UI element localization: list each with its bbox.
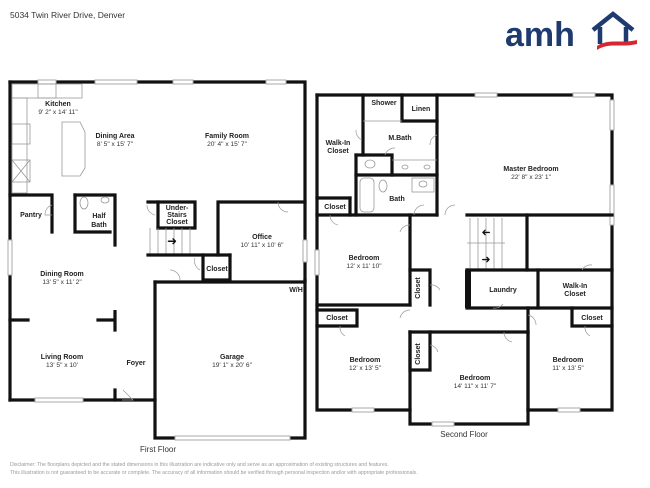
room-master-bath: M.Bath [388,135,411,142]
room-master-bedroom: Master Bedroom [503,166,558,173]
house-icon [591,11,637,50]
room-bedroom-3: Bedroom [350,357,381,364]
logo-text: amh [505,16,575,54]
room-dining-area-dim: 8' 5" x 15' 7" [97,141,134,148]
room-bedroom-5-dim: 11' x 13' 5" [552,365,584,372]
disclaimer: Disclaimer: The floorplans depicted and … [10,461,640,477]
room-kitchen: Kitchen [45,101,71,108]
room-closet-sw: Closet [326,315,348,322]
room-bedroom-4-dim: 14' 11" x 11' 7" [454,383,497,390]
room-closet-se: Closet [581,315,603,322]
room-family-room-dim: 20' 4" x 15' 7" [207,141,247,148]
room-walk-in-closet-master-line1: Walk-In [326,140,351,147]
room-bedroom-3-dim: 12' x 13' 5" [349,365,382,372]
second-floor-plan: ➜ ➜ [314,92,615,427]
stairs-down-arrow-icon: ➜ [481,254,490,266]
room-half-bath-line2: Bath [91,222,107,229]
room-living-room-dim: 13' 5" x 10' [46,362,78,369]
room-under-stairs-line2: Stairs [167,212,187,219]
room-bedroom-2: Bedroom [349,255,380,262]
room-closet-1f: Closet [206,266,228,273]
room-master-bedroom-dim: 22' 8" x 23' 1" [511,174,551,181]
disclaimer-line-2: This illustration is not guaranteed to b… [10,470,418,476]
room-linen: Linen [412,106,431,113]
room-kitchen-dim: 9' 2" x 14' 11" [38,109,78,116]
room-bedroom-5: Bedroom [553,357,584,364]
room-closet-nw: Closet [324,204,346,211]
property-address: 5034 Twin River Drive, Denver [10,10,126,20]
room-garage-dim: 19' 1" x 20' 6" [212,362,252,369]
room-closet-center: Closet [415,343,422,365]
second-floor-label: Second Floor [440,430,488,439]
first-floor-label: First Floor [140,445,176,454]
first-floor-plan: ➜ [7,79,308,441]
room-foyer: Foyer [126,360,145,367]
room-dining-room-dim: 13' 5" x 11' 2" [42,279,82,286]
room-closet-hall: Closet [415,277,422,299]
room-shower: Shower [371,100,397,107]
room-family-room: Family Room [205,133,249,140]
stairs-arrow-icon: ➜ [167,234,177,248]
room-bath: Bath [389,196,405,203]
room-walk-in-closet-2-line1: Walk-In [563,283,588,290]
room-under-stairs-line3: Closet [166,219,188,226]
room-laundry: Laundry [489,287,517,294]
room-half-bath-line1: Half [92,213,106,220]
room-walk-in-closet-2-line2: Closet [564,291,586,298]
room-office-dim: 10' 11" x 10' 6" [240,242,284,249]
room-dining-room: Dining Room [40,271,84,278]
stairs-up-arrow-icon: ➜ [481,226,490,238]
disclaimer-line-1: Disclaimer: The floorplans depicted and … [10,462,389,468]
room-bedroom-4: Bedroom [460,375,491,382]
room-office: Office [252,234,272,241]
room-living-room: Living Room [41,354,83,361]
room-garage: Garage [220,354,244,361]
room-pantry: Pantry [20,212,42,219]
room-under-stairs-line1: Under- [166,205,189,212]
amh-logo: amh [505,11,637,54]
room-bedroom-2-dim: 12' x 11' 10" [346,263,382,270]
room-walk-in-closet-master-line2: Closet [327,148,349,155]
water-heater-label: W/H [289,287,303,294]
room-dining-area: Dining Area [95,133,134,140]
